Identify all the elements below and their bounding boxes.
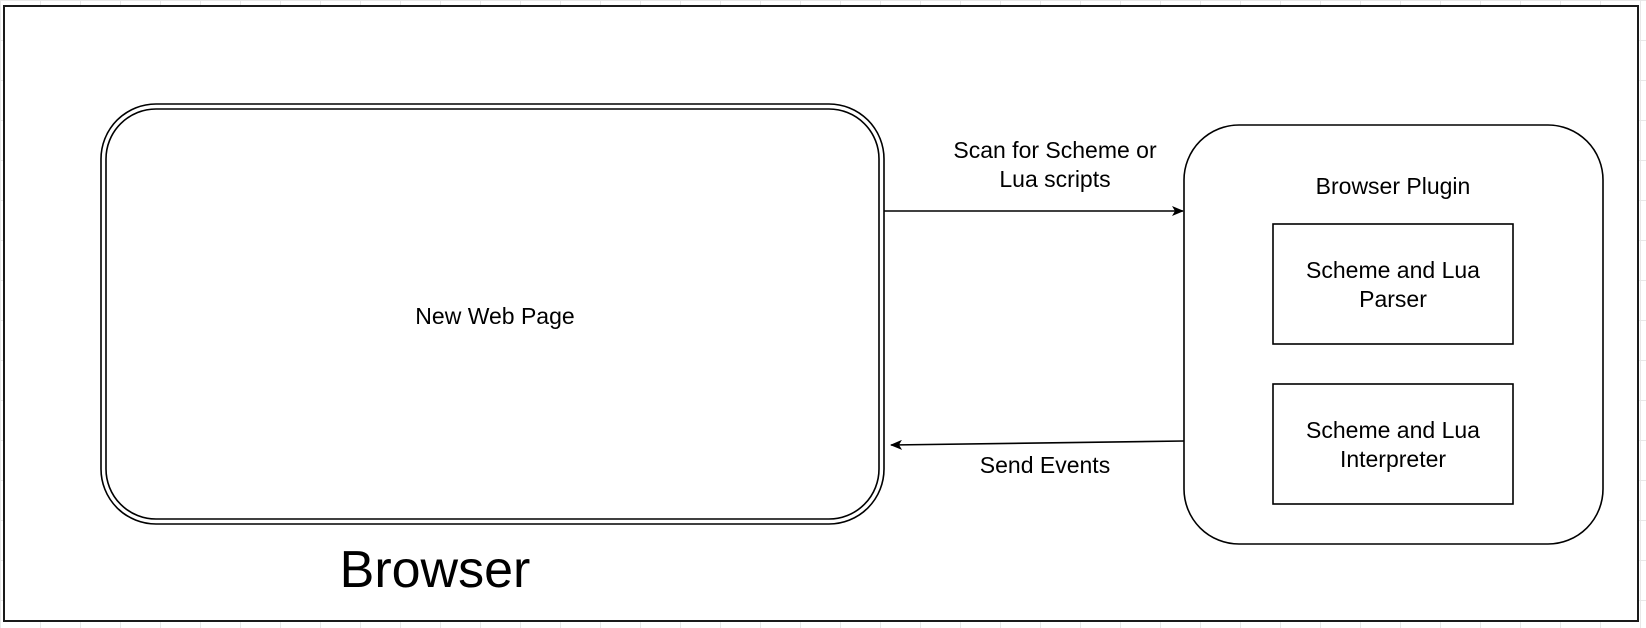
parser-box — [1272, 223, 1514, 345]
interpreter-box — [1272, 383, 1514, 505]
web-page-inner-border — [105, 108, 880, 520]
parser-label-line2: Parser — [1359, 285, 1427, 312]
send-events-arrow — [890, 439, 1185, 450]
web-page-outer-border — [100, 103, 885, 525]
scan-edge-label: Scan for Scheme or Lua scripts — [920, 136, 1190, 194]
send-events-label: Send Events — [979, 452, 1111, 478]
interpreter-label: Scheme and Lua Interpreter — [1273, 416, 1513, 474]
browser-plugin-title: Browser Plugin — [1315, 173, 1471, 199]
web-page-label: New Web Page — [415, 303, 575, 329]
interpreter-label-line2: Interpreter — [1339, 445, 1447, 472]
browser-container-label: Browser — [339, 541, 531, 599]
scan-edge-label-line2: Lua scripts — [999, 165, 1111, 192]
scan-edge-label-line1: Scan for Scheme or — [953, 137, 1157, 163]
parser-label-line1: Scheme and Lua — [1306, 257, 1480, 283]
interpreter-label-line1: Scheme and Lua — [1306, 417, 1480, 443]
parser-label: Scheme and Lua Parser — [1273, 256, 1513, 314]
